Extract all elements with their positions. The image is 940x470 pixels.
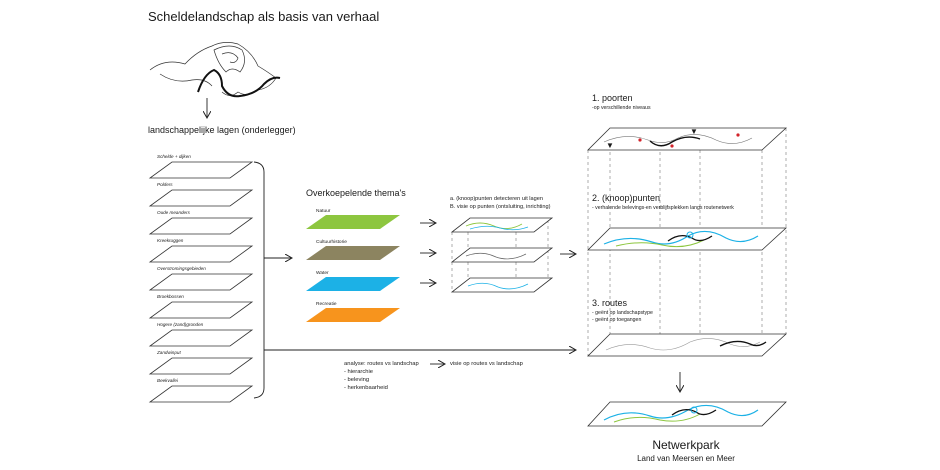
landscape-layer-label: Beekvallei	[157, 378, 179, 383]
landscape-layer: Hogere (zand)gronden	[148, 322, 254, 347]
theme-sheet-shape	[306, 215, 400, 229]
point-marker	[670, 144, 674, 148]
layers-heading: landschappelijke lagen (onderlegger)	[148, 125, 296, 135]
theme-label: Cultuurhistorie	[316, 239, 347, 245]
theme-label: Water	[316, 270, 329, 276]
theme-label: Natuur	[316, 208, 331, 214]
theme-sheet-shape	[306, 277, 400, 291]
knooppunten-river	[667, 234, 713, 242]
knooppunten-route	[615, 239, 705, 248]
netwerkpark-route	[613, 413, 701, 423]
point-marker	[638, 138, 642, 142]
landscape-layer-label: Polders	[157, 182, 173, 187]
step-note: B. visie op punten (ontsluiting, inricht…	[450, 204, 551, 210]
landscape-layer-label: Broekbossen	[157, 294, 184, 299]
small-stack-sheet	[450, 217, 554, 233]
landscape-layer-label: Oude meanders	[157, 210, 191, 215]
theme-sheet-shape	[306, 308, 400, 322]
landscape-layer: Schelde + dijken	[148, 154, 254, 179]
landscape-layer: Beekvallei	[148, 378, 254, 403]
result-subtitle: Land van Meersen en Meer	[637, 454, 735, 463]
theme-sheet: Water	[306, 270, 400, 291]
theme-sheet: Recreatie	[306, 301, 400, 322]
analysis-item: - hierarchie	[344, 369, 373, 375]
small-stack-sheet	[450, 277, 554, 293]
landscape-layer-label: Overstromingsgebieden	[157, 266, 206, 271]
landscape-layer: Polders	[148, 182, 254, 207]
theme-sheet: Natuur	[306, 208, 400, 229]
analysis-heading: analyse: routes vs landschap	[344, 361, 419, 367]
gate-marker-icon: ▼	[690, 127, 698, 136]
routes-map	[605, 338, 761, 351]
routes-river	[719, 340, 767, 347]
landscape-layer: Oude meanders	[148, 210, 254, 235]
stack-level-title: 2. (knoop)punten	[592, 193, 660, 203]
stack-level-note: - geënt op landschapstype	[592, 310, 653, 316]
landscape-layer: Kreekruggen	[148, 238, 254, 263]
analysis-item: - herkenbaarheid	[344, 385, 388, 391]
landscape-layer-label: Schelde + dijken	[157, 154, 191, 159]
point-marker	[736, 133, 740, 137]
step-note: a. (knoop)punten detecteren uit lagen	[450, 196, 543, 202]
point-marker	[686, 231, 694, 239]
netwerkpark-sheet	[587, 401, 787, 427]
poorten-river	[649, 136, 701, 147]
stack-level-title: 1. poorten	[592, 93, 633, 103]
stack-sheet-knooppunten	[587, 227, 788, 251]
landscape-layer: Overstromingsgebieden	[148, 266, 254, 291]
small-stack	[450, 217, 554, 293]
stack-level-note: -op verschillende niveaus	[592, 105, 651, 111]
landscape-layer-label: Kreekruggen	[157, 238, 184, 243]
landscape-layer-label: Zandwinput	[156, 350, 181, 355]
result-title: Netwerkpark	[652, 438, 720, 452]
page-title: Scheldelandschap als basis van verhaal	[148, 9, 379, 24]
small-stack-sheet	[450, 247, 554, 263]
landscape-layer-label: Hogere (zand)gronden	[157, 322, 204, 327]
stack-sheet-routes	[587, 333, 788, 357]
stack-level-title: 3. routes	[592, 298, 628, 308]
poorten-map	[603, 134, 753, 144]
stack-level-note: - geënt op toegangen	[592, 317, 641, 323]
analysis-result: visie op routes vs landschap	[450, 361, 523, 367]
stack-level-note: - verhalende belevings-en verblijfsplekk…	[592, 205, 734, 211]
stack-sheet-poorten	[587, 127, 788, 151]
landscape-layer: Zandwinput	[148, 350, 254, 375]
theme-sheet-shape	[306, 246, 400, 260]
schelde-river-line	[197, 68, 281, 98]
theme-sheet: Cultuurhistorie	[306, 239, 400, 260]
landscape-layer: Broekbossen	[148, 294, 254, 319]
layers-bracket	[253, 161, 265, 399]
themes-heading: Overkoepelende thema's	[306, 188, 406, 198]
schelde-outline-map	[149, 42, 277, 96]
gate-marker-icon: ▼	[606, 141, 614, 150]
analysis-item: - beleving	[344, 377, 369, 383]
point-marker	[690, 406, 698, 414]
theme-label: Recreatie	[316, 301, 337, 307]
